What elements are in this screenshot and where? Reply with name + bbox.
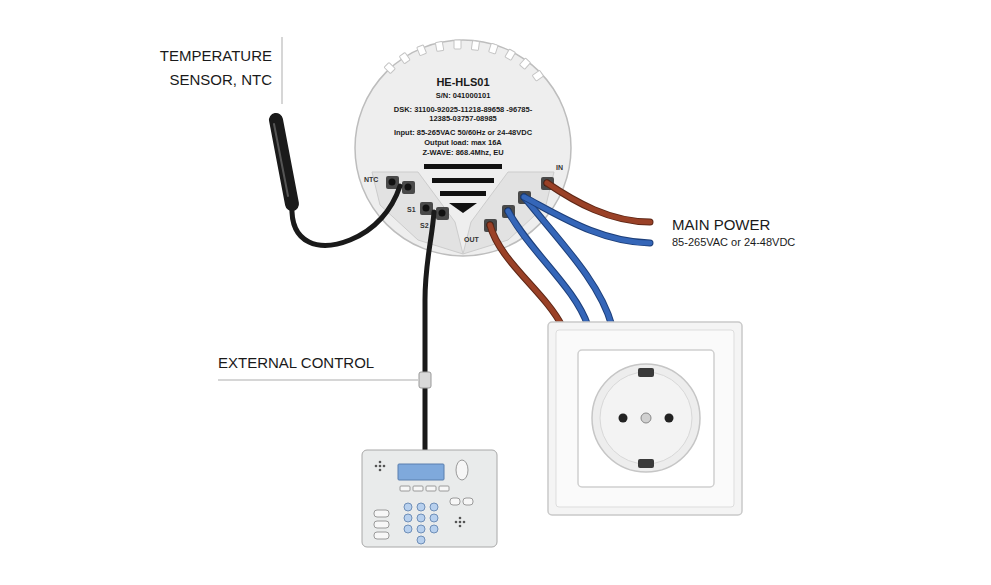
power-wires [490,183,650,326]
control-cable [419,212,434,452]
callout-label: TEMPERATURE SENSOR, NTC [142,44,272,92]
leader-line [281,37,283,104]
terminal-label: S2 [420,222,429,229]
terminal-label: NTC [364,176,378,183]
wall-socket [548,322,742,515]
device-spec: Z-WAVE: 868.4Mhz, EU [376,148,550,157]
leader-line [218,379,418,381]
callout-sublabel: 85-265VAC or 24-48VDC [672,236,795,248]
device-spec: S/N: 041000101 [376,91,550,100]
callout-label: MAIN POWER [672,216,770,233]
device-model: HE-HLS01 [376,76,550,89]
control-keypad [362,450,497,547]
device-label: HE-HLS01S/N: 041000101DSK: 31100-92025-1… [376,76,550,158]
device-body [355,40,571,256]
callout-label: EXTERNAL CONTROL [218,354,374,371]
device-spec: Output load: max 16A [376,138,550,147]
terminal-label: S1 [407,206,416,213]
terminal-label: OUT [464,236,479,243]
ntc-sensor [274,120,400,245]
device-spec: DSK: 31100-92025-11218-89658 -96785-1238… [388,105,538,123]
device-spec: Input: 85-265VAC 50/60Hz or 24-48VDC [376,128,550,137]
terminal-label: IN [556,164,563,171]
